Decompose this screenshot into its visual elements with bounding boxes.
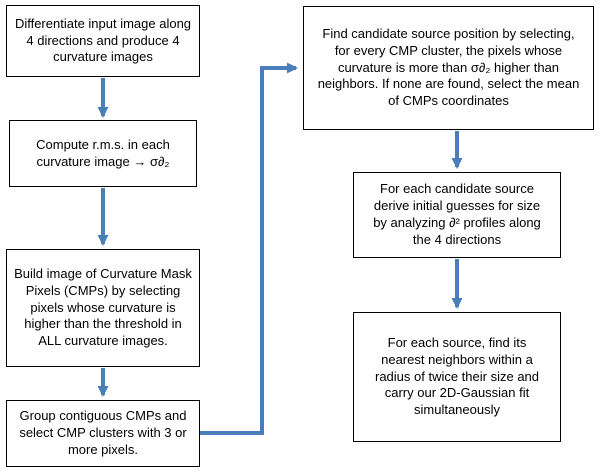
box-differentiate-input: Differentiate input image along 4 direct… (6, 5, 200, 77)
connector-arrow (200, 62, 298, 435)
box-build-cmp-image: Build image of Curvature Mask Pixels (CM… (6, 249, 200, 367)
box-compute-rms: Compute r.m.s. in each curvature image →… (9, 120, 197, 187)
box-gaussian-fit: For each source, find its nearest neighb… (353, 312, 561, 442)
box-group-cmp-clusters: Group contiguous CMPs and select CMP clu… (6, 400, 200, 467)
box-find-candidate-source: Find candidate source position by select… (303, 6, 594, 130)
box-derive-initial-guesses: For each candidate source derive initial… (353, 172, 561, 258)
